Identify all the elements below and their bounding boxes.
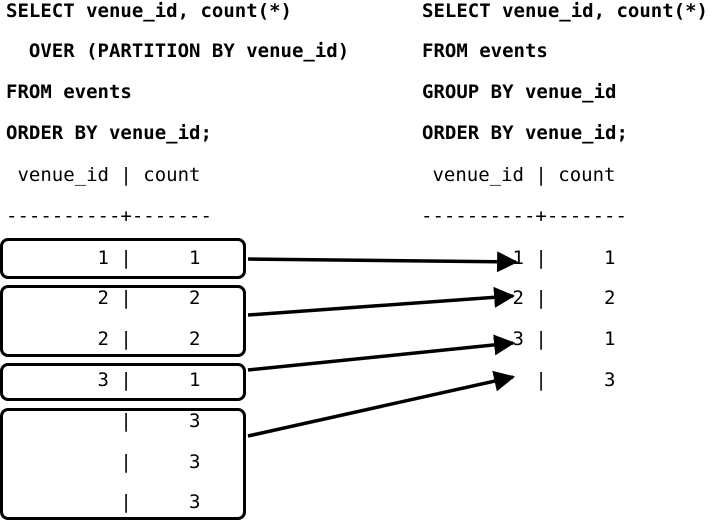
left-result-row: | 3 <box>6 410 201 432</box>
left-query-line-4: ORDER BY venue_id; <box>6 122 212 144</box>
left-result-row: 3 | 1 <box>6 369 201 391</box>
left-result-row: 2 | 2 <box>6 328 201 350</box>
arrow-venue-null <box>247 370 516 438</box>
right-result-row: 1 | 1 <box>421 247 616 269</box>
right-result-row: | 3 <box>421 369 616 391</box>
left-query-line-3: FROM events <box>6 81 132 103</box>
group-box-venue-2 <box>0 285 246 357</box>
group-box-venue-null <box>0 408 246 520</box>
left-query-line-1: SELECT venue_id, count(*) <box>6 0 292 22</box>
arrow-venue-3 <box>247 334 516 372</box>
right-result-row: 2 | 2 <box>421 287 616 309</box>
group-box-venue-1 <box>0 238 246 279</box>
left-result-row: 2 | 2 <box>6 287 201 309</box>
right-query-line-3: GROUP BY venue_id <box>422 81 617 103</box>
left-result-row: 1 | 1 <box>6 247 201 269</box>
arrow-venue-2 <box>247 286 516 317</box>
group-box-venue-3 <box>0 363 246 401</box>
right-query-line-1: SELECT venue_id, count(*) <box>422 0 708 22</box>
left-result-divider: ----------+------- <box>6 205 212 227</box>
right-result-row: 3 | 1 <box>421 328 616 350</box>
arrow-venue-1 <box>247 251 519 273</box>
right-result-header: venue_id | count <box>421 164 616 186</box>
left-result-row: | 3 <box>6 451 201 473</box>
left-result-row: | 3 <box>6 491 201 513</box>
right-query-line-4: ORDER BY venue_id; <box>422 122 628 144</box>
left-query-line-2: OVER (PARTITION BY venue_id) <box>6 40 350 62</box>
left-result-header: venue_id | count <box>6 164 201 186</box>
right-query-line-2: FROM events <box>422 40 548 62</box>
right-result-divider: ----------+------- <box>421 205 627 227</box>
